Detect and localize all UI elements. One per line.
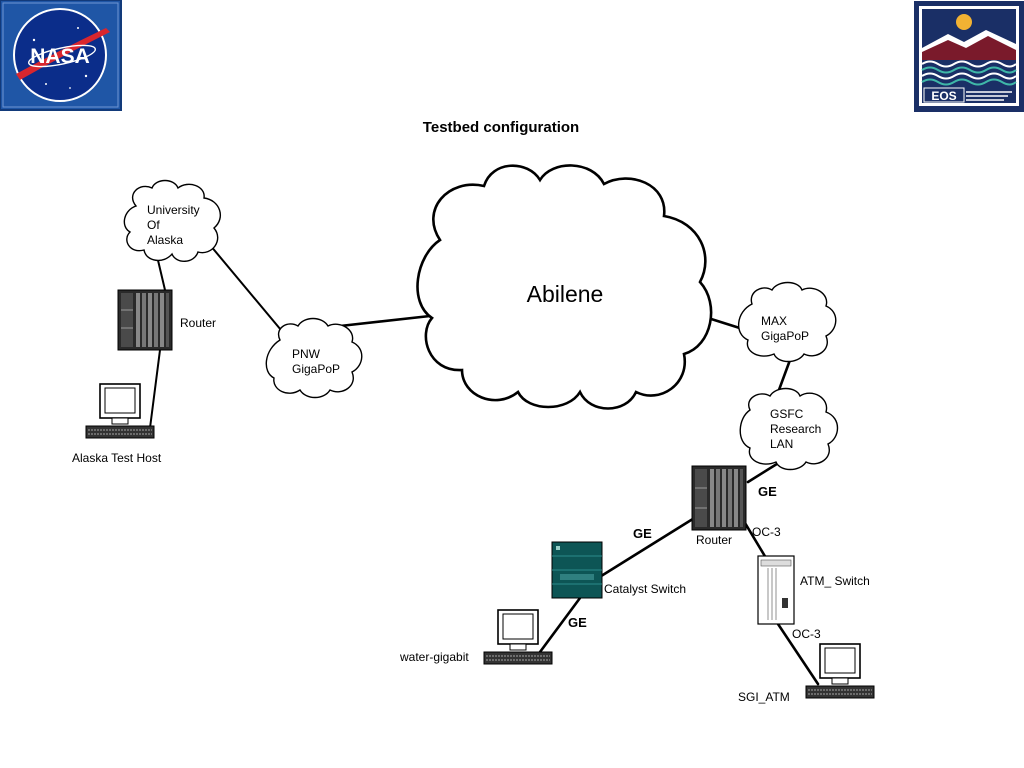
link-label-ge-catalyst-water: GE [568, 615, 587, 630]
link-label-oc3-router-atm: OC-3 [752, 525, 781, 539]
water-gigabit-host: water-gigabit [399, 609, 553, 665]
alaska-label-line-1: University [147, 203, 200, 217]
link-pnw-abilene [338, 314, 432, 328]
max-label-line-2: GigaPoP [761, 329, 809, 343]
link-gsfc-router [746, 460, 782, 484]
gsfc-label-line-2: Research [770, 422, 821, 436]
link-router-catalyst [596, 510, 706, 580]
alaska-test-host-label: Alaska Test Host [72, 451, 162, 465]
link-label-ge-router-catalyst: GE [633, 526, 652, 541]
atm-switch: ATM_ Switch [757, 555, 870, 625]
sgi-atm-host: SGI_ATM [738, 643, 875, 704]
cloud-pnw-gigapop: PNW GigaPoP [265, 317, 363, 399]
link-router-alaska-host [149, 349, 161, 429]
gsfc-router: Router [691, 465, 747, 547]
catalyst-switch-label: Catalyst Switch [604, 582, 686, 596]
pnw-label-line-2: GigaPoP [292, 362, 340, 376]
catalyst-switch: Catalyst Switch [551, 541, 686, 599]
cloud-max-gigapop: MAX GigaPoP [738, 281, 837, 363]
link-alaska-pnw [209, 244, 287, 337]
gsfc-router-label: Router [696, 533, 732, 547]
link-label-oc3-atm-sgi: OC-3 [792, 627, 821, 641]
alaska-label-line-2: Of [147, 218, 160, 232]
link-atm-sgi [776, 622, 820, 686]
nasa-logo-text: NASA [30, 45, 90, 68]
pnw-label-line-1: PNW [292, 347, 321, 361]
link-label-ge-lan-router: GE [758, 484, 777, 499]
alaska-router-label: Router [180, 316, 216, 330]
abilene-label: Abilene [527, 281, 604, 307]
cloud-university-of-alaska: University Of Alaska [123, 179, 222, 262]
sgi-atm-label: SGI_ATM [738, 690, 790, 704]
link-catalyst-water [538, 596, 582, 654]
atm-switch-label: ATM_ Switch [800, 574, 870, 588]
cloud-gsfc-research-lan: GSFC Research LAN [739, 387, 839, 471]
water-gigabit-label: water-gigabit [399, 650, 469, 664]
alaska-router: Router [117, 289, 216, 351]
nasa-logo: NASA [0, 0, 122, 111]
gsfc-label-line-1: GSFC [770, 407, 804, 421]
slide-title: Testbed configuration [422, 119, 580, 136]
eos-logo-text: EOS [931, 89, 956, 103]
eos-logo: EOS [914, 1, 1024, 112]
gsfc-label-line-3: LAN [770, 437, 793, 451]
max-label-line-1: MAX [761, 314, 787, 328]
alaska-label-line-3: Alaska [147, 233, 183, 247]
alaska-test-host: Alaska Test Host [72, 383, 162, 465]
link-alaska-router [156, 255, 166, 291]
cloud-abilene: Abilene [416, 164, 713, 410]
